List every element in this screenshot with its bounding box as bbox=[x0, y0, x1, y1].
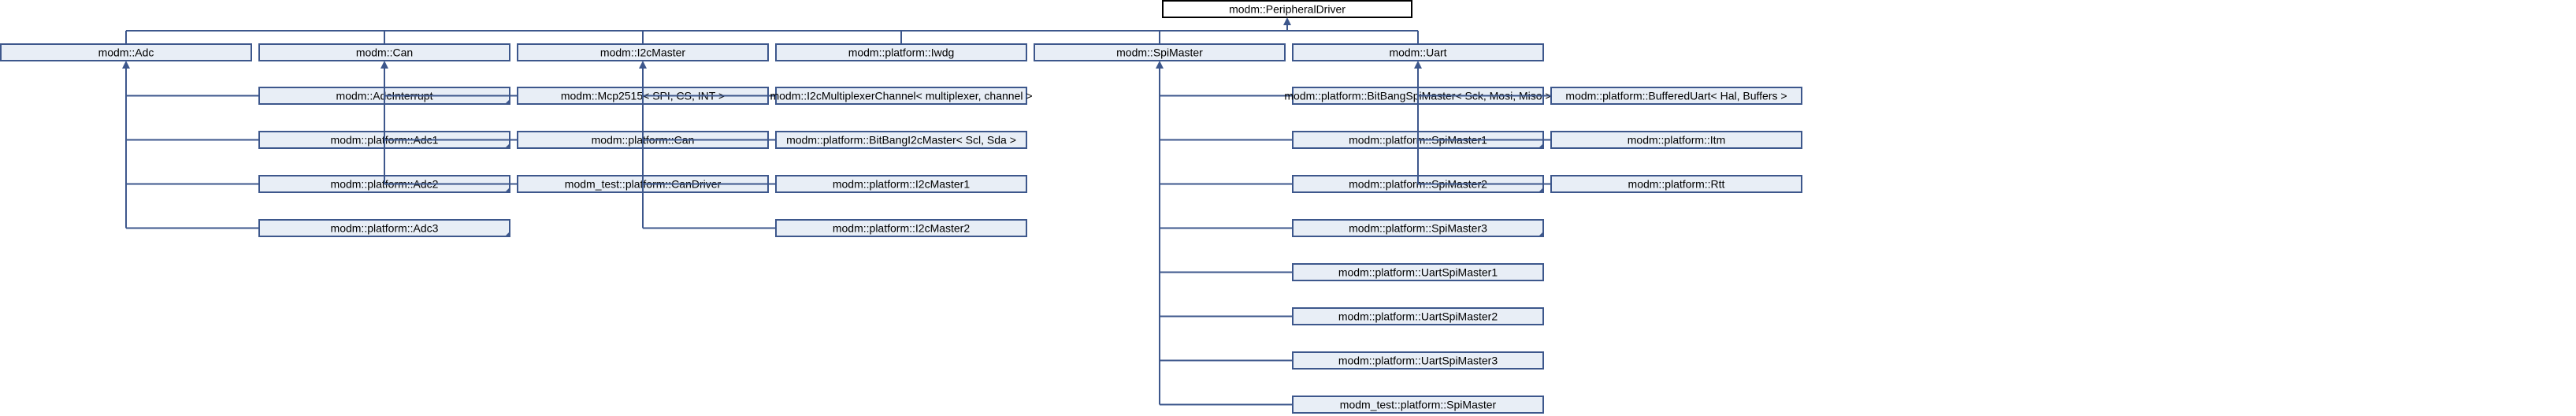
subclass-node[interactable]: modm::platform::Rtt bbox=[1550, 175, 1802, 193]
more-subclasses-marker bbox=[1539, 188, 1543, 192]
subclass-node-box bbox=[775, 87, 1027, 105]
subclass-node[interactable]: modm_test::platform::SpiMaster bbox=[1292, 396, 1544, 414]
subclass-node[interactable]: modm::platform::BitBangI2cMaster< Scl, S… bbox=[775, 131, 1027, 149]
class-node-label: modm::Can bbox=[356, 46, 413, 59]
subclass-node-label: modm::platform::I2cMaster2 bbox=[833, 222, 970, 235]
subclass-node[interactable]: modm::platform::UartSpiMaster1 bbox=[1292, 263, 1544, 281]
class-node[interactable]: modm::Adc bbox=[0, 43, 252, 61]
subclass-node-label: modm_test::platform::SpiMaster bbox=[1340, 399, 1497, 411]
more-subclasses-marker bbox=[1539, 143, 1543, 148]
subclass-node-label: modm::platform::UartSpiMaster3 bbox=[1338, 355, 1498, 367]
root-class-node[interactable]: modm::PeripheralDriver bbox=[1162, 0, 1412, 18]
subclass-node-label: modm::I2cMultiplexerChannel< multiplexer… bbox=[770, 90, 1032, 102]
class-node-label: modm::platform::Iwdg bbox=[848, 46, 955, 59]
subclass-node-box bbox=[1292, 307, 1544, 325]
subclass-node-label: modm::platform::UartSpiMaster2 bbox=[1338, 310, 1498, 323]
subclass-node-label: modm::platform::I2cMaster1 bbox=[833, 178, 970, 191]
subclass-node[interactable]: modm::platform::BufferedUart< Hal, Buffe… bbox=[1550, 87, 1802, 105]
more-subclasses-marker bbox=[505, 99, 510, 104]
subclass-node-box bbox=[775, 175, 1027, 193]
more-subclasses-marker bbox=[505, 188, 510, 192]
subclass-node-box bbox=[1292, 219, 1544, 237]
class-node[interactable]: modm::SpiMaster bbox=[1034, 43, 1286, 61]
subclass-node[interactable]: modm::platform::Itm bbox=[1550, 131, 1802, 149]
subclass-node-box bbox=[1292, 263, 1544, 281]
class-node-label: modm::Uart bbox=[1389, 46, 1446, 59]
inheritance-arrow bbox=[639, 61, 647, 69]
subclass-node-label: modm::platform::BufferedUart< Hal, Buffe… bbox=[1565, 90, 1787, 102]
root-class-node-label: modm::PeripheralDriver bbox=[1229, 3, 1346, 16]
inheritance-arrow bbox=[1156, 61, 1164, 69]
subclass-node-box bbox=[1550, 131, 1802, 149]
subclass-node[interactable]: modm::platform::I2cMaster1 bbox=[775, 175, 1027, 193]
class-node-label: modm::SpiMaster bbox=[1116, 46, 1203, 59]
more-subclasses-marker bbox=[505, 143, 510, 148]
class-node-label: modm::I2cMaster bbox=[600, 46, 685, 59]
subclass-node-box bbox=[775, 131, 1027, 149]
class-node-label: modm::Adc bbox=[98, 46, 154, 59]
inheritance-arrow bbox=[1414, 61, 1422, 69]
subclass-node[interactable]: modm::platform::Adc3 bbox=[258, 219, 510, 237]
subclass-node-label: modm::platform::UartSpiMaster1 bbox=[1338, 266, 1498, 279]
inheritance-arrow bbox=[122, 61, 130, 69]
inheritance-arrow bbox=[380, 61, 388, 69]
subclass-node[interactable]: modm::I2cMultiplexerChannel< multiplexer… bbox=[770, 87, 1033, 105]
class-node-box bbox=[775, 43, 1027, 61]
subclass-node-box bbox=[775, 219, 1027, 237]
subclass-node-box bbox=[1292, 351, 1544, 370]
subclass-node-box bbox=[1550, 175, 1802, 193]
subclass-node[interactable]: modm::platform::SpiMaster3 bbox=[1292, 219, 1544, 237]
more-subclasses-marker bbox=[1539, 232, 1543, 236]
class-node[interactable]: modm::I2cMaster bbox=[517, 43, 769, 61]
subclass-node-label: modm::platform::Rtt bbox=[1628, 178, 1725, 191]
subclass-node-box bbox=[1550, 87, 1802, 105]
subclass-node-label: modm::platform::Adc3 bbox=[331, 222, 439, 235]
more-subclasses-marker bbox=[505, 232, 510, 236]
subclass-node[interactable]: modm::platform::UartSpiMaster3 bbox=[1292, 351, 1544, 370]
root-inheritance-arrow bbox=[1283, 17, 1291, 25]
class-node[interactable]: modm::Can bbox=[258, 43, 510, 61]
subclass-node[interactable]: modm::platform::I2cMaster2 bbox=[775, 219, 1027, 237]
subclass-node-box bbox=[258, 219, 510, 237]
subclass-node-label: modm::platform::Itm bbox=[1628, 134, 1725, 147]
subclass-node-box bbox=[1292, 396, 1544, 414]
subclass-node-label: modm::platform::SpiMaster3 bbox=[1349, 222, 1487, 235]
subclass-node[interactable]: modm::platform::UartSpiMaster2 bbox=[1292, 307, 1544, 325]
class-node[interactable]: modm::platform::Iwdg bbox=[775, 43, 1027, 61]
subclass-node-label: modm::platform::BitBangI2cMaster< Scl, S… bbox=[786, 134, 1016, 147]
class-node[interactable]: modm::Uart bbox=[1292, 43, 1544, 61]
